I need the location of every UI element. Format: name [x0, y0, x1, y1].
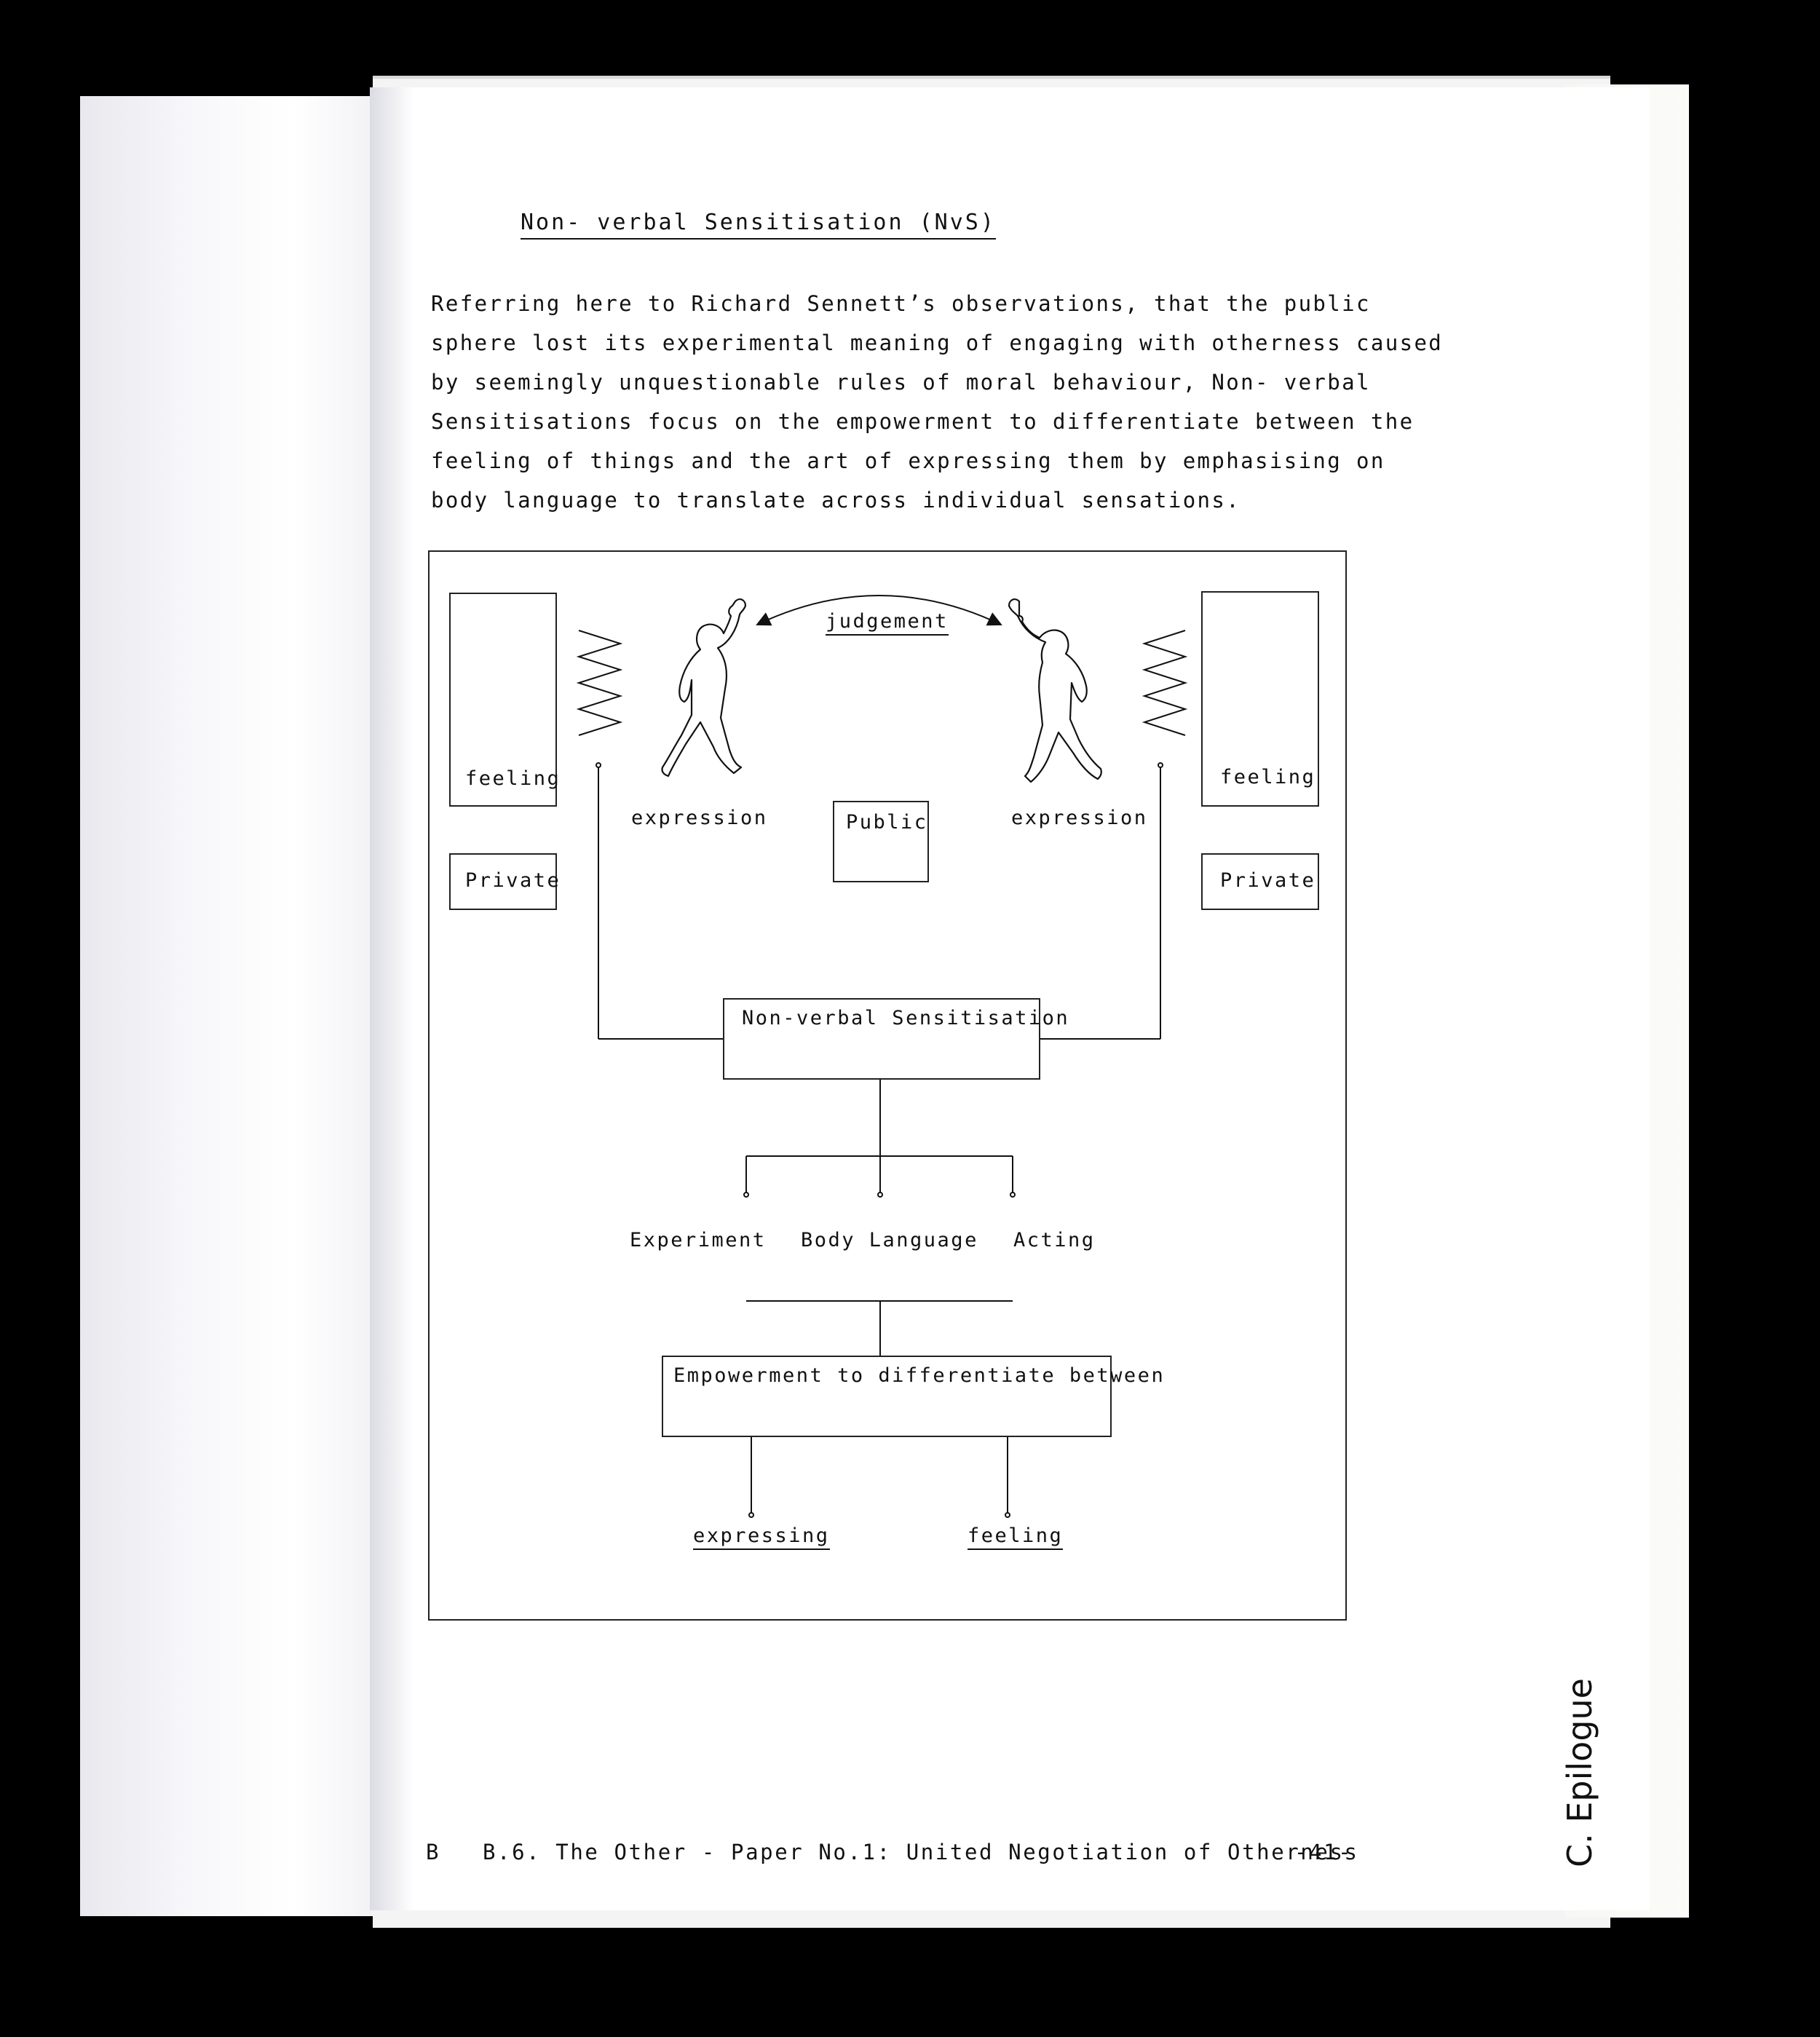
right-expression-label: expression — [1011, 807, 1148, 829]
paragraph-line: Referring here to Richard Sennett’s obse… — [431, 291, 1371, 316]
left-feeling-label: feeling — [465, 767, 561, 790]
left-expression-figure — [661, 598, 747, 778]
experiment-label: Experiment — [630, 1229, 767, 1251]
feeling-bottom-label: feeling — [968, 1524, 1064, 1550]
page-gutter-shadow — [370, 87, 414, 1910]
empowerment-label: Empowerment to differentiate between — [673, 1364, 1166, 1387]
paragraph-line: body language to translate across indivi… — [431, 488, 1241, 513]
left-private-label: Private — [465, 869, 561, 892]
paragraph-line: Sensitisations focus on the empowerment … — [431, 409, 1415, 434]
paragraph-line: by seemingly unquestionable rules of mor… — [431, 370, 1371, 395]
nvs-label: Non-verbal Sensitisation — [742, 1007, 1070, 1029]
right-feeling-box: feeling — [1201, 591, 1319, 807]
footer-section-letter: B — [426, 1840, 441, 1864]
acting-label: Acting — [1013, 1229, 1096, 1251]
right-feeling-label: feeling — [1220, 766, 1316, 788]
paragraph-line: feeling of things and the art of express… — [431, 448, 1385, 473]
chapter-side-tab: C. Epilogue — [1551, 1667, 1609, 1878]
empowerment-box: Empowerment to differentiate between — [662, 1356, 1163, 1437]
right-private-label: Private — [1220, 869, 1316, 892]
section-heading: Non- verbal Sensitisation (NvS) — [521, 210, 996, 240]
left-private-box: Private — [449, 853, 559, 910]
right-private-box: Private — [1201, 853, 1319, 910]
paragraph-line: sphere lost its experimental meaning of … — [431, 331, 1444, 355]
public-box: Public — [833, 801, 929, 882]
right-expression-figure — [1008, 598, 1102, 783]
footer-title: B.6. The Other - Paper No.1: United Nego… — [483, 1840, 1359, 1864]
expressing-label: expressing — [693, 1524, 830, 1550]
left-feeling-box: feeling — [449, 593, 559, 807]
diagram-frame — [428, 550, 1347, 1621]
intro-paragraph: Referring here to Richard Sennett’s obse… — [431, 291, 1444, 527]
body-language-label: Body Language — [801, 1229, 978, 1251]
nvs-box: Non-verbal Sensitisation — [723, 998, 1068, 1080]
public-label: Public — [846, 811, 928, 834]
chapter-side-tab-label: C. Epilogue — [1560, 1678, 1599, 1867]
right-spring — [1142, 630, 1188, 736]
judgement-label: judgement — [826, 610, 949, 636]
left-page — [80, 96, 386, 1916]
left-spring — [576, 630, 623, 736]
judgement-arrow — [756, 595, 1002, 626]
page-number: -41- — [1294, 1840, 1353, 1864]
left-expression-label: expression — [631, 807, 768, 829]
